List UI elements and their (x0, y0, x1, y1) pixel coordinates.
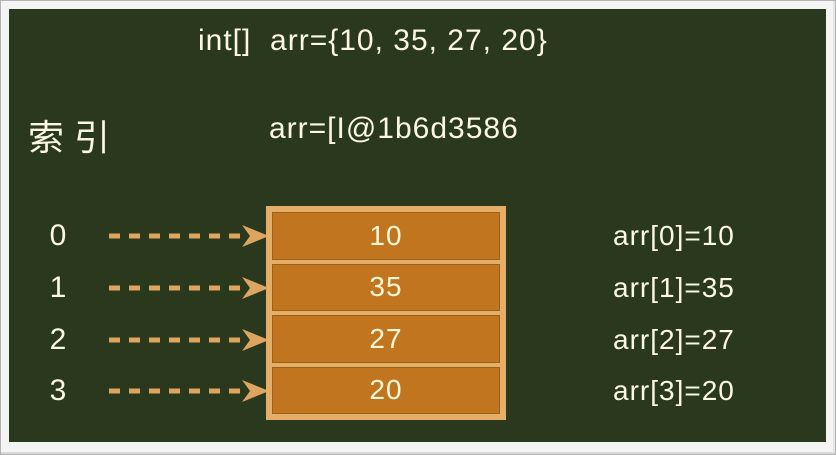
dashed-arrow-icon (109, 380, 269, 402)
index-number-0: 0 (49, 219, 67, 252)
element-access-label-1: arr[1]=35 (613, 272, 735, 303)
element-access-label-0: arr[0]=10 (613, 220, 735, 251)
index-number-3: 3 (49, 374, 67, 407)
index-label: 索引 (28, 118, 121, 159)
array-cell-0: 10 (272, 212, 500, 260)
element-access-label-2: arr[2]=27 (613, 324, 735, 355)
array-cell-3: 20 (272, 366, 500, 414)
index-number-2: 2 (49, 323, 67, 356)
dashed-arrow-icon (109, 277, 269, 299)
array-cell-2: 27 (272, 315, 500, 363)
dashed-arrow-icon (109, 329, 269, 351)
index-number-1: 1 (49, 271, 67, 304)
dashed-arrow-icon (109, 225, 269, 247)
array-declaration-text: int[] arr={10, 35, 27, 20} (198, 24, 548, 57)
array-reference-text: arr=[I@1b6d3586 (269, 112, 519, 145)
array-memory-box: 10 35 27 20 (266, 206, 506, 420)
array-cell-1: 35 (272, 263, 500, 311)
element-access-label-3: arr[3]=20 (613, 375, 735, 406)
